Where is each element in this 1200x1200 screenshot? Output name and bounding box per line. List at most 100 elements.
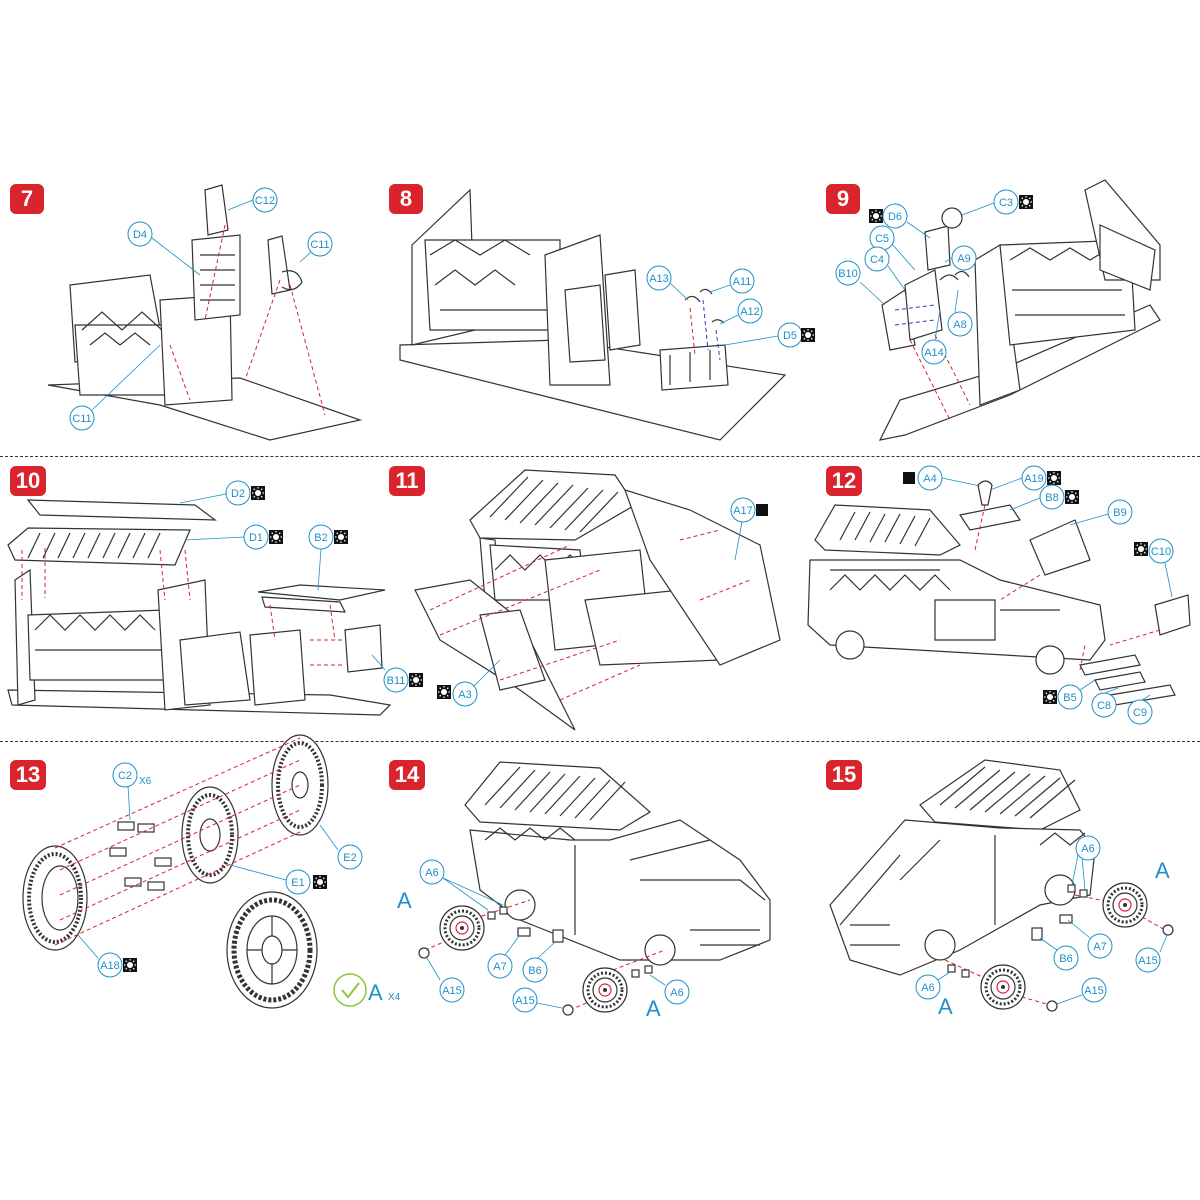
callout-c9: C9 xyxy=(1133,707,1147,719)
callout-d6: D6 xyxy=(888,211,902,223)
sun-icon xyxy=(250,485,266,501)
callout-c11-lower: C11 xyxy=(72,413,91,425)
callout-b9: B9 xyxy=(1113,507,1126,519)
callout-d2: D2 xyxy=(231,488,245,500)
callout-a8: A8 xyxy=(953,319,966,331)
step-11-callouts: A17 A3 xyxy=(436,497,768,707)
step-11-drawing xyxy=(414,469,781,731)
callout-a15: A15 xyxy=(1138,955,1158,967)
callout-b6: B6 xyxy=(528,965,541,977)
step-badge-11: 11 xyxy=(389,466,425,496)
callout-a6: A6 xyxy=(425,867,438,879)
step-10-drawing xyxy=(7,499,392,716)
callout-a19: A19 xyxy=(1024,473,1044,485)
callout-b2: B2 xyxy=(314,532,327,544)
step-badge-14: 14 xyxy=(389,760,425,790)
callout-c4: C4 xyxy=(870,254,884,266)
callout-a6-lower: A6 xyxy=(921,982,934,994)
step-15-callouts: A6 A A7 B6 A15 A6 A A15 xyxy=(915,835,1170,1019)
callout-a17: A17 xyxy=(733,505,753,517)
step-8-drawing xyxy=(399,188,787,441)
callout-b11: B11 xyxy=(387,675,406,687)
callout-a7: A7 xyxy=(493,961,506,973)
assembly-count-x4: X4 xyxy=(388,992,401,1003)
callout-e1: E1 xyxy=(291,877,304,889)
row-separator xyxy=(0,741,1200,742)
step-8-callouts: A13 A11 A12 D5 xyxy=(646,265,816,348)
callout-b6: B6 xyxy=(1059,953,1072,965)
sun-icon xyxy=(333,529,349,545)
step-13-callouts: C2 X6 E2 E1 A18 A X4 xyxy=(77,762,401,1007)
callout-a6: A6 xyxy=(1081,843,1094,855)
callout-a6-lower: A6 xyxy=(670,987,683,999)
sun-icon xyxy=(1042,689,1058,705)
callout-a18: A18 xyxy=(100,960,120,972)
step-14-drawing xyxy=(418,761,771,1016)
callout-c3: C3 xyxy=(999,197,1013,209)
step-12-drawing xyxy=(807,480,1191,706)
step-14-callouts: A6 A A7 B6 A15 A15 A6 A xyxy=(397,859,690,1021)
assembly-label-a: A xyxy=(397,888,412,913)
callout-a7: A7 xyxy=(1093,941,1106,953)
callout-a11: A11 xyxy=(733,276,752,288)
callout-b10: B10 xyxy=(838,268,858,280)
assembled-wheel xyxy=(226,891,318,1009)
callout-d1: D1 xyxy=(249,532,263,544)
sun-icon xyxy=(1133,541,1149,557)
sun-icon xyxy=(1018,194,1034,210)
callout-e2: E2 xyxy=(343,852,356,864)
step-badge-12: 12 xyxy=(826,466,862,496)
step-badge-9: 9 xyxy=(826,184,860,214)
sun-icon xyxy=(408,672,424,688)
step-badge-10: 10 xyxy=(10,466,46,496)
step-badge-7: 7 xyxy=(10,184,44,214)
black-square-icon xyxy=(756,504,768,516)
assembly-label-a: A xyxy=(1155,858,1170,883)
step-10-callouts: D2 D1 B2 B11 xyxy=(179,480,424,693)
step-9-drawing xyxy=(878,179,1161,441)
row-separator xyxy=(0,456,1200,457)
callout-a15-lower: A15 xyxy=(1084,985,1104,997)
callout-a9: A9 xyxy=(957,253,970,265)
step-15-drawing xyxy=(829,759,1174,1012)
callout-c10: C10 xyxy=(1151,546,1171,558)
sun-icon xyxy=(1064,489,1080,505)
callout-c5: C5 xyxy=(875,233,889,245)
sun-icon xyxy=(122,957,138,973)
callout-a4: A4 xyxy=(923,473,936,485)
callout-d5: D5 xyxy=(783,330,797,342)
black-square-icon xyxy=(903,472,915,484)
callout-d4: D4 xyxy=(133,229,147,241)
callout-c12: C12 xyxy=(255,195,275,207)
callout-b8: B8 xyxy=(1045,492,1058,504)
assembly-label-a-lower: A xyxy=(938,994,953,1019)
sun-icon xyxy=(868,208,884,224)
sun-icon xyxy=(436,684,452,700)
callout-a14: A14 xyxy=(924,347,944,359)
sun-icon xyxy=(268,529,284,545)
callout-a15-lower: A15 xyxy=(515,995,535,1007)
callout-b5: B5 xyxy=(1063,692,1076,704)
step-badge-15: 15 xyxy=(826,760,862,790)
assembly-label-a-lower: A xyxy=(646,996,661,1021)
multiplier-x6: X6 xyxy=(139,776,152,787)
sun-icon xyxy=(800,327,816,343)
callout-c11: C11 xyxy=(310,239,329,251)
callout-c8: C8 xyxy=(1097,700,1111,712)
assembly-label-a: A xyxy=(368,980,383,1005)
sun-icon xyxy=(312,874,328,890)
step-13-drawing xyxy=(22,734,329,1009)
callout-a13: A13 xyxy=(649,273,669,285)
callout-a15: A15 xyxy=(442,985,462,997)
step-7-drawing xyxy=(47,184,363,441)
callout-a3: A3 xyxy=(458,689,471,701)
step-9-callouts: D6 C3 C5 C4 A9 B10 A8 A14 xyxy=(835,189,1034,365)
callout-c2: C2 xyxy=(118,770,132,782)
step-badge-13: 13 xyxy=(10,760,46,790)
step-12-callouts: A4 A19 B8 B9 C10 B5 C8 C9 xyxy=(903,465,1174,725)
sun-icon xyxy=(1046,470,1062,486)
step-badge-8: 8 xyxy=(389,184,423,214)
step-7-callouts: C12 C11 D4 C11 xyxy=(69,187,333,431)
